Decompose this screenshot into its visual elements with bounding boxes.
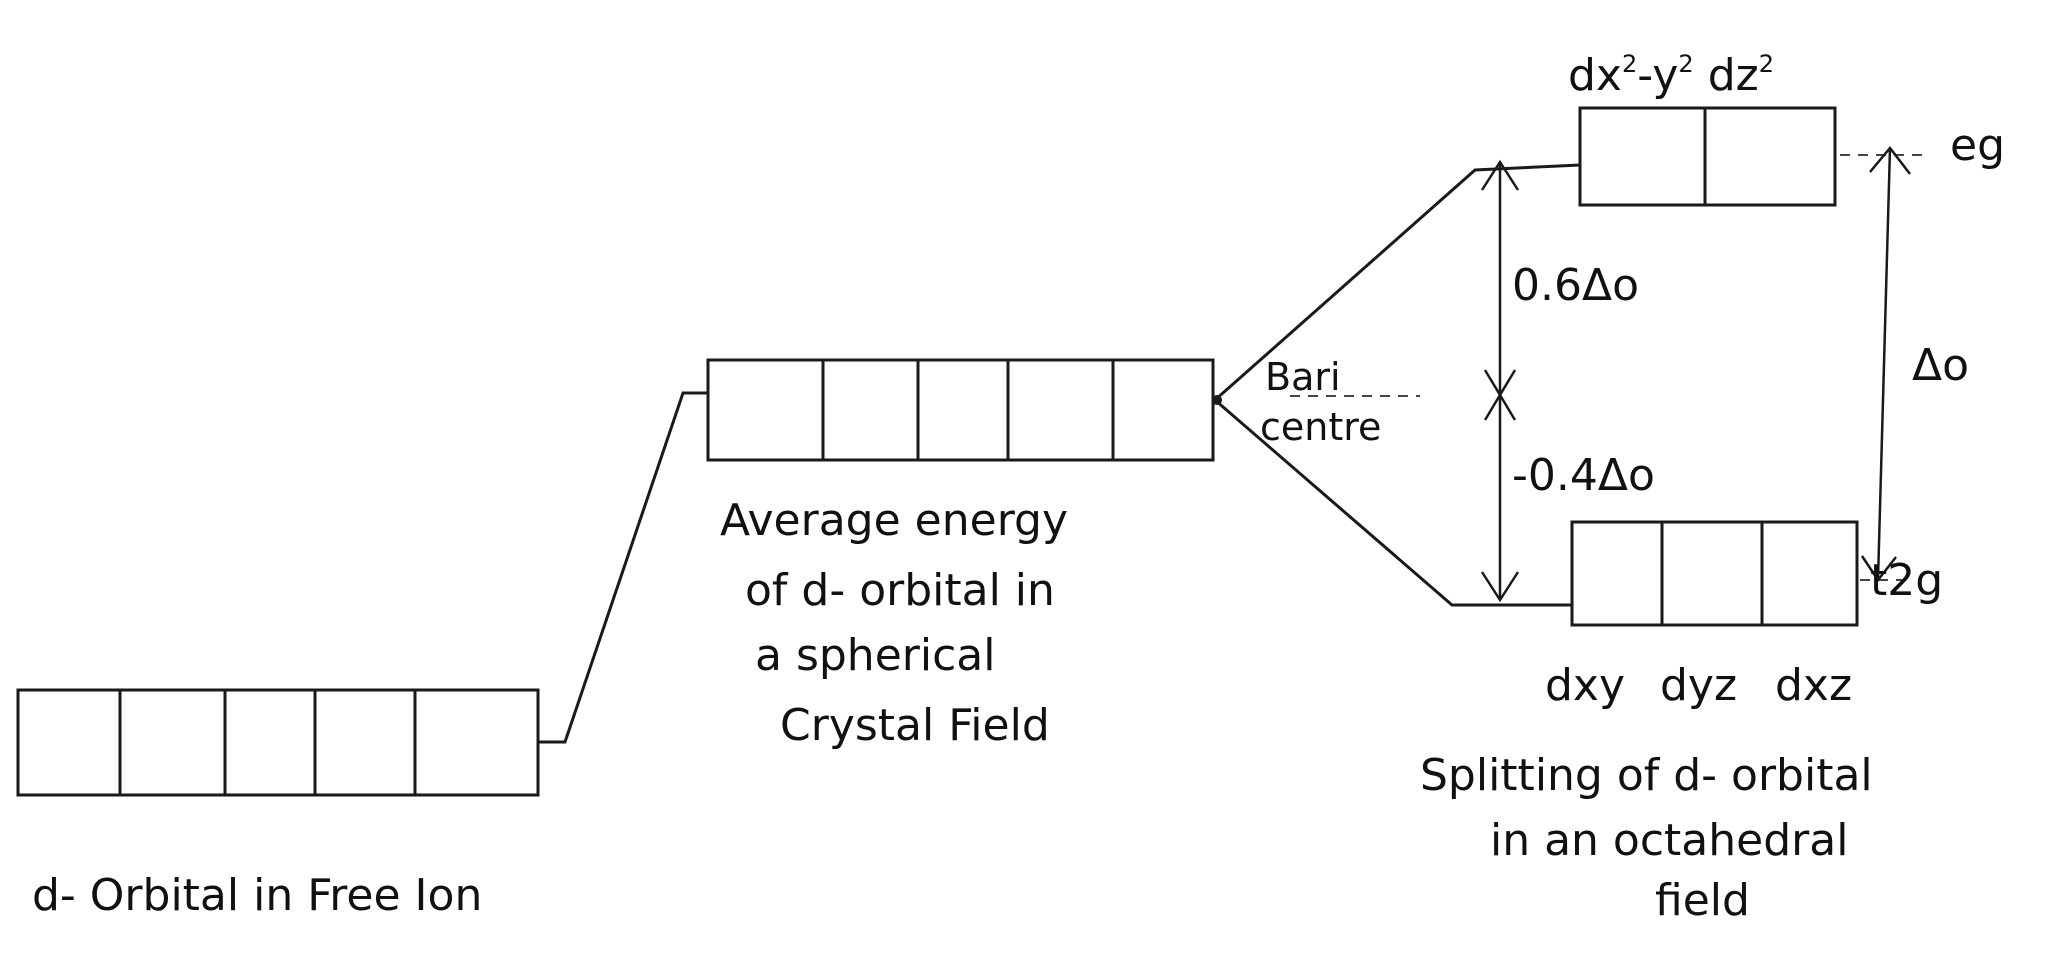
t2g-orbital-dxz: dxz [1775,660,1852,711]
connector-to-eg [1214,163,1581,402]
eg-label: eg [1950,120,2005,171]
delta-o-double-arrow [1860,146,1911,583]
t2g-orbital-dyz: dyz [1660,660,1737,711]
split-point [1212,395,1222,405]
connector-free-to-spherical [538,391,708,744]
barycentre-double-arrow [1480,159,1520,603]
eg-orbital-boxes [1578,106,1837,207]
barycentre-label: Bari centre [1260,355,1381,449]
free-ion-orbital-boxes [16,688,540,797]
octahedral-field-caption: Splitting of d- orbital in an octahedral… [1420,750,1887,926]
t2g-label: t2g [1870,555,1943,606]
free-ion-label: d- Orbital in Free Ion [32,870,482,921]
upper-energy-label: 0.6Δo [1512,260,1639,311]
lower-energy-label: -0.4Δo [1512,450,1655,501]
spherical-field-orbital-boxes [706,358,1215,462]
t2g-orbital-dxy: dxy [1545,660,1625,711]
spherical-field-caption: Average energy of d- orbital in a spheri… [720,495,1082,751]
t2g-orbital-boxes [1570,520,1859,627]
delta-o-label: Δo [1912,340,1969,391]
connector-to-t2g [1214,398,1572,607]
